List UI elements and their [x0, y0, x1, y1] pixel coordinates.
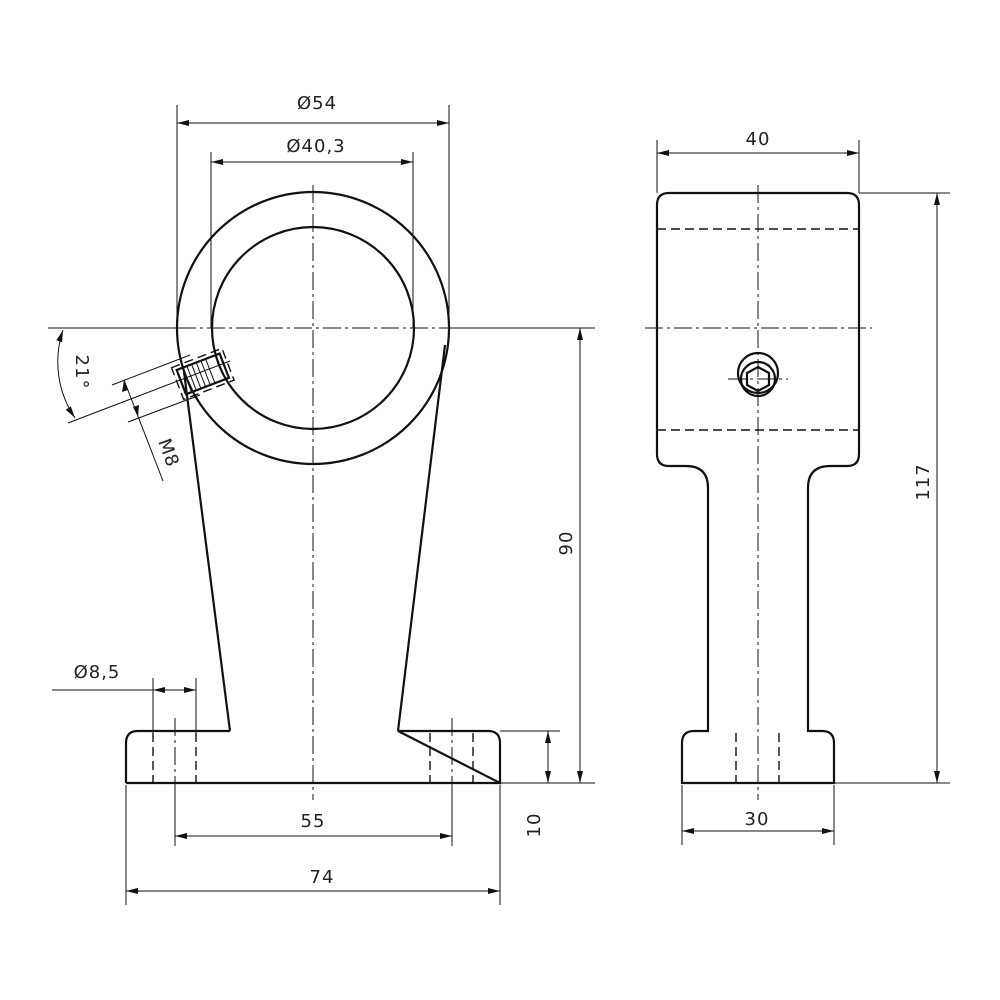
side-view: 40 117 30: [645, 129, 950, 845]
base-width-label: 30: [745, 809, 770, 830]
front-view: 21° M8 Ø54 Ø40,3 Ø8,5 90 10 55: [48, 93, 595, 905]
hole-spacing-label: 55: [301, 811, 326, 832]
thread-label: M8: [153, 436, 183, 470]
total-height-label: 117: [913, 463, 934, 500]
angle-label: 21°: [71, 355, 92, 390]
stem-left-edge: [182, 371, 232, 732]
outer-diameter-label: Ø54: [297, 93, 337, 114]
angle-dimension: [56, 329, 76, 419]
set-screw: [170, 347, 236, 401]
clamp-width-label: 40: [746, 129, 771, 150]
base-plate: [124, 729, 502, 785]
set-screw-end: [736, 351, 780, 398]
center-height-label: 90: [556, 531, 577, 556]
thread-dimension-line: [123, 379, 164, 482]
base-length-label: 74: [310, 867, 335, 888]
inner-diameter-label: Ø40,3: [286, 136, 345, 157]
hole-diameter-label: Ø8,5: [74, 662, 121, 683]
stem-right-edge: [396, 344, 447, 732]
base-thickness-label: 10: [524, 813, 545, 838]
